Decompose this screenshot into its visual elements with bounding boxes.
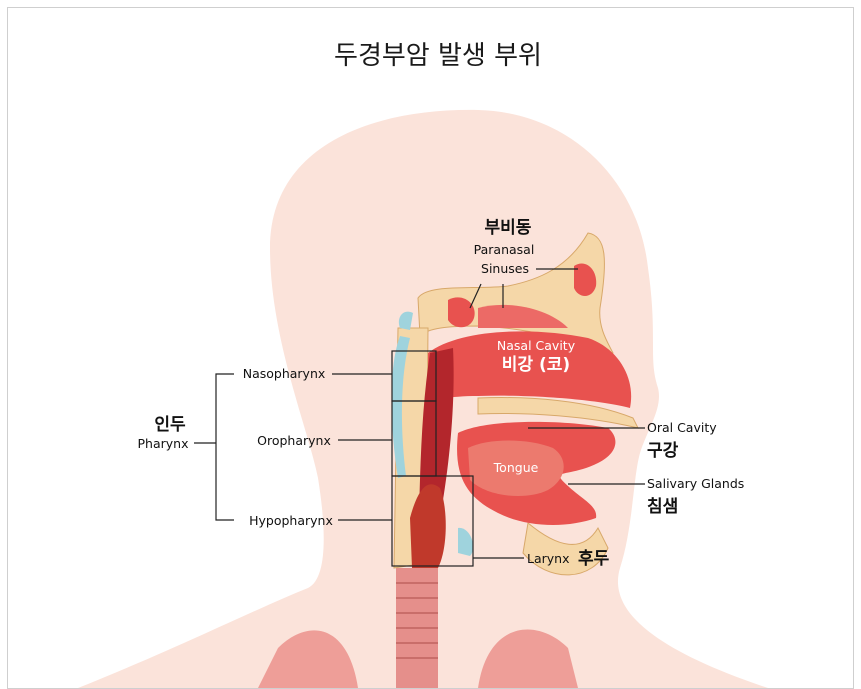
- paranasal-sinuses-label-en-2: Sinuses: [481, 261, 529, 276]
- nasal-cavity-label-en: Nasal Cavity: [497, 338, 576, 353]
- paranasal-sinuses-label-ko: 부비동: [485, 218, 532, 238]
- hypopharynx-label: Hypopharynx: [249, 513, 333, 528]
- diagram-title: 두경부암 발생 부위: [334, 41, 542, 71]
- oral-cavity-label-en: Oral Cavity: [647, 420, 717, 435]
- head-neck-anatomy-diagram: 두경부암 발생 부위: [8, 8, 853, 688]
- nasopharynx-label: Nasopharynx: [243, 366, 326, 381]
- tongue-label: Tongue: [493, 460, 539, 475]
- larynx-label-ko: 후두: [578, 548, 610, 569]
- illustration-frame: 두경부암 발생 부위: [7, 7, 854, 689]
- oral-cavity-label-ko: 구강: [647, 441, 679, 461]
- oropharynx-label: Oropharynx: [257, 433, 331, 448]
- pharynx-label-ko: 인두: [154, 415, 186, 435]
- salivary-glands-label-ko: 침샘: [647, 496, 678, 517]
- larynx-label-en: Larynx: [527, 551, 569, 566]
- salivary-glands-label-en: Salivary Glands: [647, 476, 744, 491]
- pharynx-label-en: Pharynx: [138, 436, 189, 451]
- nasal-cavity-label-ko: 비강 (코): [502, 355, 570, 375]
- paranasal-sinuses-label-en-1: Paranasal: [474, 242, 535, 257]
